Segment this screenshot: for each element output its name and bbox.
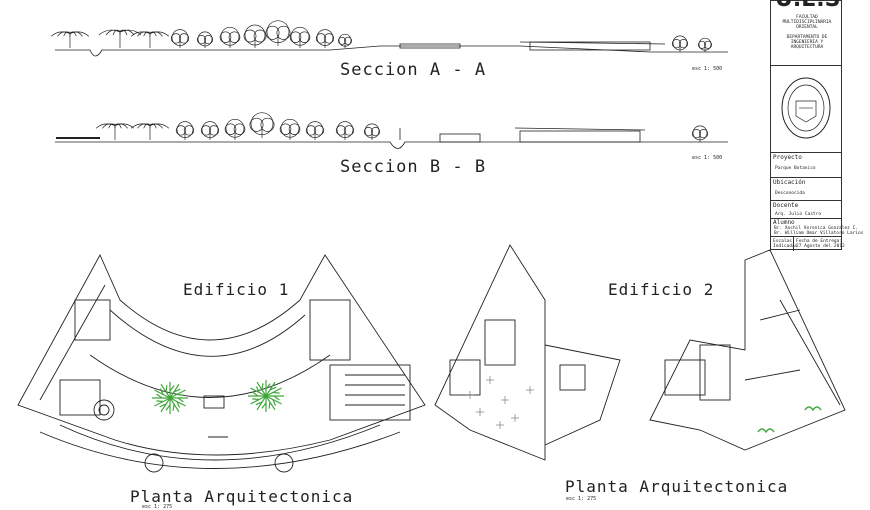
edificio-2-scale: esc 1: 275	[566, 496, 597, 502]
edificio-1-plan-label: Planta Arquitectonica	[130, 487, 354, 506]
alumno-value-2: Br. William Omar Villatoro Larios	[774, 231, 864, 236]
section-b-building	[519, 130, 641, 143]
section-a-building	[529, 41, 651, 51]
edificio-2-plan	[434, 244, 846, 461]
fecha-label: Fecha de Entrega:	[796, 239, 843, 244]
ubicacion-cell: Ubicación Desconocida	[771, 178, 841, 201]
ues-logo-text: U.E.S	[775, 0, 840, 12]
plant-1	[152, 382, 188, 414]
title-block: U.E.S FACULTAD MULTIDISCIPLINARIA ORIENT…	[770, 0, 863, 251]
footer-cell: Escalas Indicadas Fecha de Entrega: 27 A…	[771, 237, 845, 251]
edificio-1-scale: esc 1: 275	[142, 504, 173, 510]
proyecto-label: Proyecto	[773, 154, 802, 161]
section-b-scale: esc 1: 500	[692, 155, 723, 161]
section-b-ground	[55, 141, 728, 149]
seal-cell	[771, 66, 841, 153]
edificio-2-vegetation	[757, 406, 822, 434]
section-b-title: Seccion B - B	[340, 157, 487, 177]
title-block-header: U.E.S FACULTAD MULTIDISCIPLINARIA ORIENT…	[771, 0, 841, 66]
docente-value: Arq. Julio Castro	[775, 212, 822, 217]
section-a-scale: esc 1: 500	[692, 66, 723, 72]
department-text: DEPARTAMENTO DE INGENIERIA Y ARQUITECTUR…	[786, 35, 828, 50]
edificio-2-title: Edificio 2	[608, 280, 715, 299]
edificio-1-title: Edificio 1	[183, 280, 290, 299]
alumno-cell: Alumno Br. Xochil Veronica Gonzalez C. B…	[771, 219, 863, 237]
university-seal-icon	[781, 77, 831, 139]
plant-2	[248, 380, 284, 412]
proyecto-value: Parque Botanico	[775, 166, 816, 171]
faculty-text: FACULTAD MULTIDISCIPLINARIA ORIENTAL	[782, 15, 832, 30]
docente-cell: Docente Arq. Julio Castro	[771, 201, 841, 219]
fecha-value: 27 Agosto del 2012	[796, 244, 845, 249]
alumno-value-1: Br. Xochil Veronica Gonzalez C.	[774, 226, 858, 231]
section-a-ground	[55, 45, 728, 57]
ubicacion-value: Desconocida	[775, 191, 805, 196]
escalas-label: Escalas Indicadas	[773, 239, 798, 249]
edificio-2-plan-label: Planta Arquitectonica	[565, 477, 789, 496]
section-a-title: Seccion A - A	[340, 60, 487, 80]
alumno-label: Alumno	[773, 219, 795, 226]
edificio-1-plan	[17, 253, 426, 473]
ubicacion-label: Ubicación	[773, 179, 806, 186]
proyecto-cell: Proyecto Parque Botanico	[771, 153, 841, 178]
docente-label: Docente	[773, 202, 799, 209]
